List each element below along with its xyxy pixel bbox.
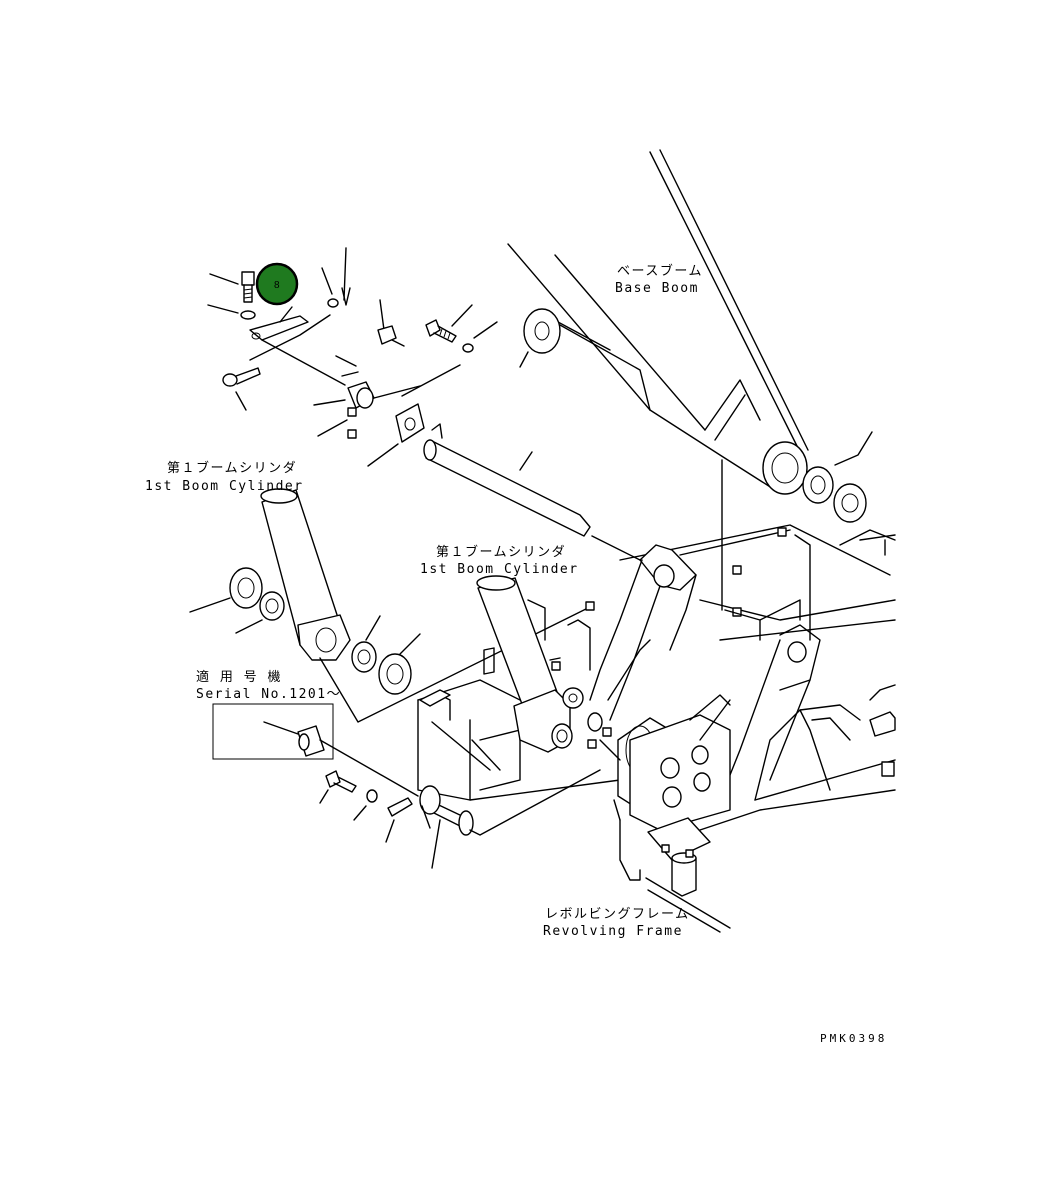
label-base-boom-en: Base Boom xyxy=(615,281,699,296)
bolt-top-left xyxy=(209,271,255,303)
label-frame-jp: レボルビングフレーム xyxy=(545,907,690,922)
long-pin xyxy=(423,423,641,561)
callout-8[interactable]: 8 xyxy=(255,262,299,306)
lower-pin-assembly xyxy=(319,769,601,869)
label-frame-en: Revolving Frame xyxy=(543,924,683,939)
svg-text:8: 8 xyxy=(274,280,280,291)
label-cylinder-1-jp: 第１ブームシリンダ xyxy=(167,460,297,476)
label-serial-en: Serial No.1201～ xyxy=(196,687,341,702)
small-bolt xyxy=(222,314,331,411)
lock-plate xyxy=(249,306,346,386)
cotter-pin xyxy=(321,247,351,308)
washer-top-left xyxy=(207,304,256,320)
drawing-code: PMK0398 xyxy=(820,1032,887,1045)
pin-flange xyxy=(367,364,461,467)
label-cylinder-1-en: 1st Boom Cylinder xyxy=(145,479,304,494)
serial-inset xyxy=(212,703,419,797)
pin-holder xyxy=(313,355,421,439)
bolt-mid xyxy=(425,304,498,353)
revolving-frame xyxy=(417,524,896,933)
cylinder-washers-left xyxy=(189,567,285,634)
label-cylinder-2-en: 1st Boom Cylinder xyxy=(420,562,579,577)
cylinder-washers-right xyxy=(351,615,421,695)
boom-washers xyxy=(802,431,873,523)
grease-fitting xyxy=(377,299,405,347)
base-boom xyxy=(507,149,809,611)
label-base-boom-jp: ベースブーム xyxy=(617,263,703,279)
label-cylinder-2-jp: 第１ブームシリンダ xyxy=(436,544,566,560)
label-serial-jp: 適 用 号 機 xyxy=(196,669,282,685)
